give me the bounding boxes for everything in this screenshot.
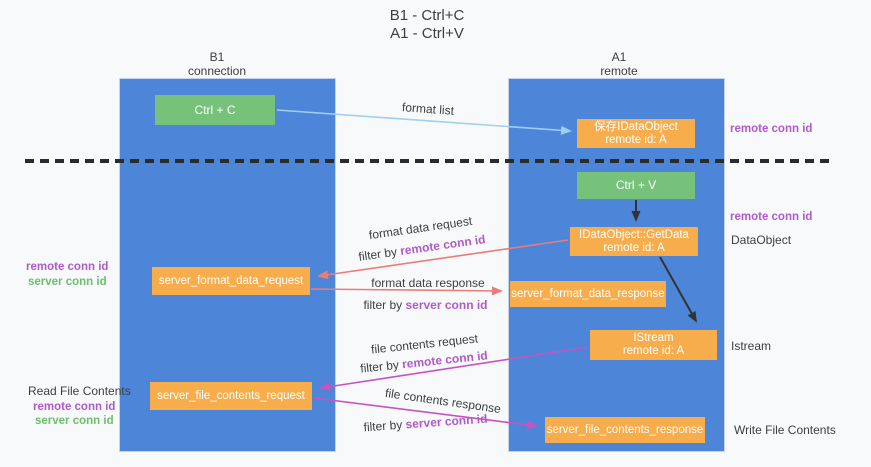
filter-prefix-1: filter by: [357, 244, 402, 264]
label-filter-by-server-conn-id-2: filter by server conn id: [348, 411, 504, 436]
label-format-data-response: format data response: [371, 276, 485, 290]
node-ctrl-c: Ctrl + C: [155, 95, 275, 125]
note-read-file-contents: Read File Contents: [28, 384, 131, 398]
note-write-file-contents: Write File Contents: [734, 423, 836, 437]
node-server-file-contents-request-label: server_file_contents_request: [157, 389, 305, 402]
node-istream-line2: remote id: A: [622, 345, 685, 357]
server-conn-id-highlight-1: server conn id: [405, 298, 488, 312]
node-ctrl-v-label: Ctrl + V: [615, 178, 657, 192]
node-idataobject-getdata: IDataObject::GetData remote id: A: [570, 227, 698, 256]
diagram-title: B1 - Ctrl+C A1 - Ctrl+V: [347, 7, 507, 43]
lane-a1-subtitle: remote: [600, 64, 638, 78]
note-server-conn-id-left-bottom: server conn id: [35, 415, 114, 427]
node-idataobject-getdata-line2: remote id: A: [603, 241, 665, 254]
server-conn-id-highlight-2: server conn id: [405, 411, 488, 432]
node-server-format-data-response: server_format_data_response: [510, 281, 666, 307]
node-idataobject-getdata-line1: IDataObject::GetData: [579, 228, 689, 241]
node-istream-line1: IStream: [633, 332, 674, 344]
filter-prefix-4: filter by: [363, 417, 407, 435]
note-remote-conn-id-right-mid: remote conn id: [730, 211, 813, 223]
node-ctrl-c-label: Ctrl + C: [194, 102, 236, 117]
node-server-format-data-request: server_format_data_request: [152, 267, 310, 295]
node-save-idataobject-line1: 保存IDataObject: [594, 120, 678, 133]
node-save-idataobject: 保存IDataObject remote id: A: [577, 119, 695, 148]
note-server-conn-id-left-top: server conn id: [28, 276, 107, 288]
label-format-list: format list: [401, 100, 455, 118]
title-line-2: A1 - Ctrl+V: [390, 25, 464, 42]
lane-b1-name: B1: [209, 50, 225, 64]
note-remote-conn-id-right-top: remote conn id: [730, 123, 813, 135]
lane-b1-subtitle: connection: [187, 64, 247, 78]
filter-prefix-2: filter by: [363, 298, 406, 312]
note-dataobject: DataObject: [731, 233, 792, 247]
title-line-1: B1 - Ctrl+C: [389, 7, 465, 24]
lane-a1-name: A1: [611, 50, 627, 64]
lane-header-b1: B1 connection: [147, 50, 287, 78]
node-save-idataobject-line2: remote id: A: [605, 133, 667, 146]
note-remote-conn-id-left-bottom: remote conn id: [33, 401, 116, 413]
node-server-file-contents-response: server_file_contents_response: [545, 417, 705, 443]
node-ctrl-v: Ctrl + V: [577, 172, 695, 199]
dashed-separator-line: [25, 159, 833, 163]
node-server-file-contents-request: server_file_contents_request: [150, 382, 312, 410]
node-server-format-data-response-label: server_format_data_response: [511, 287, 665, 300]
note-istream: Istream: [731, 339, 772, 353]
node-istream: IStream remote id: A: [590, 330, 717, 360]
filter-prefix-3: filter by: [359, 357, 403, 376]
lane-header-a1: A1 remote: [549, 50, 689, 78]
label-filter-by-server-conn-id-1: filter by server conn id: [348, 298, 503, 312]
note-remote-conn-id-left-top: remote conn id: [26, 261, 109, 273]
node-server-format-data-request-label: server_format_data_request: [158, 274, 304, 287]
node-server-file-contents-response-label: server_file_contents_response: [546, 423, 704, 436]
